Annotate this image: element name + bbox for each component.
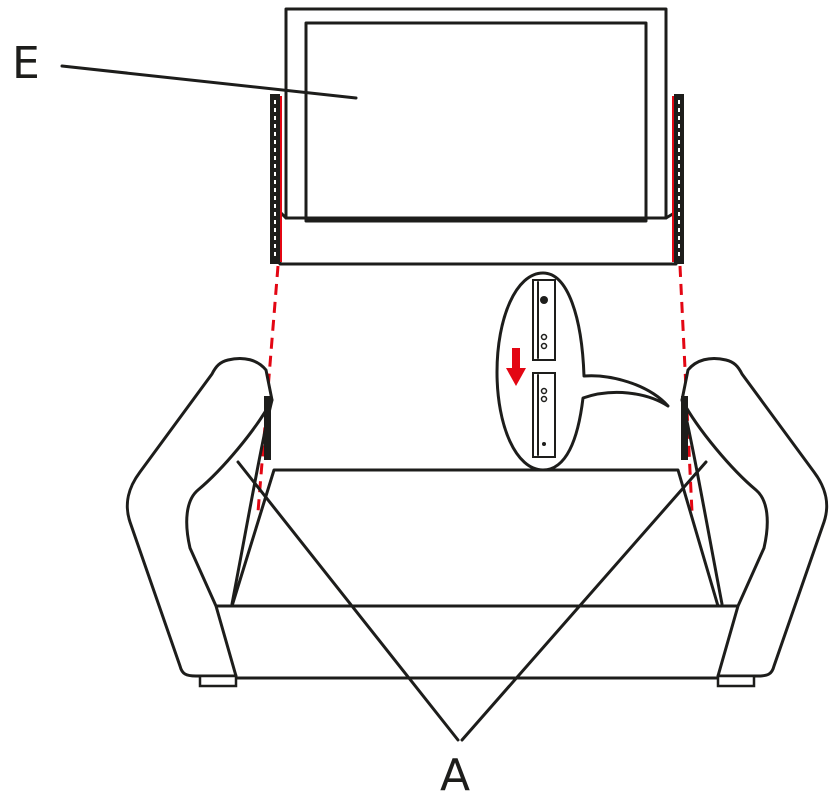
right-alignment-guide — [678, 265, 694, 513]
seat-cushion — [230, 468, 720, 608]
label-e-group: E — [12, 38, 358, 100]
backrest-inner-panel — [304, 21, 648, 223]
detail-bracket-lower — [532, 372, 556, 458]
left-bracket — [270, 94, 282, 264]
arrow-down-icon — [506, 348, 526, 386]
right-mounting-slot — [681, 396, 688, 460]
left-mounting-slot — [264, 396, 271, 460]
right-bracket — [672, 94, 684, 264]
label-e-leader — [60, 64, 358, 100]
alignment-guides — [256, 265, 694, 513]
label-e: E — [12, 38, 40, 89]
label-a: A — [440, 750, 470, 801]
left-alignment-guide — [256, 265, 280, 513]
sofa-front-base — [214, 604, 740, 680]
detail-callout — [495, 271, 670, 472]
right-foot — [716, 674, 756, 688]
sofa-base — [125, 356, 829, 688]
label-a-group: A — [236, 460, 708, 801]
backrest-panel-e — [270, 7, 684, 266]
label-a-pointer-left — [236, 460, 460, 742]
detail-bracket-upper — [532, 279, 556, 361]
left-foot — [198, 674, 238, 688]
label-a-pointer-right — [460, 460, 708, 742]
